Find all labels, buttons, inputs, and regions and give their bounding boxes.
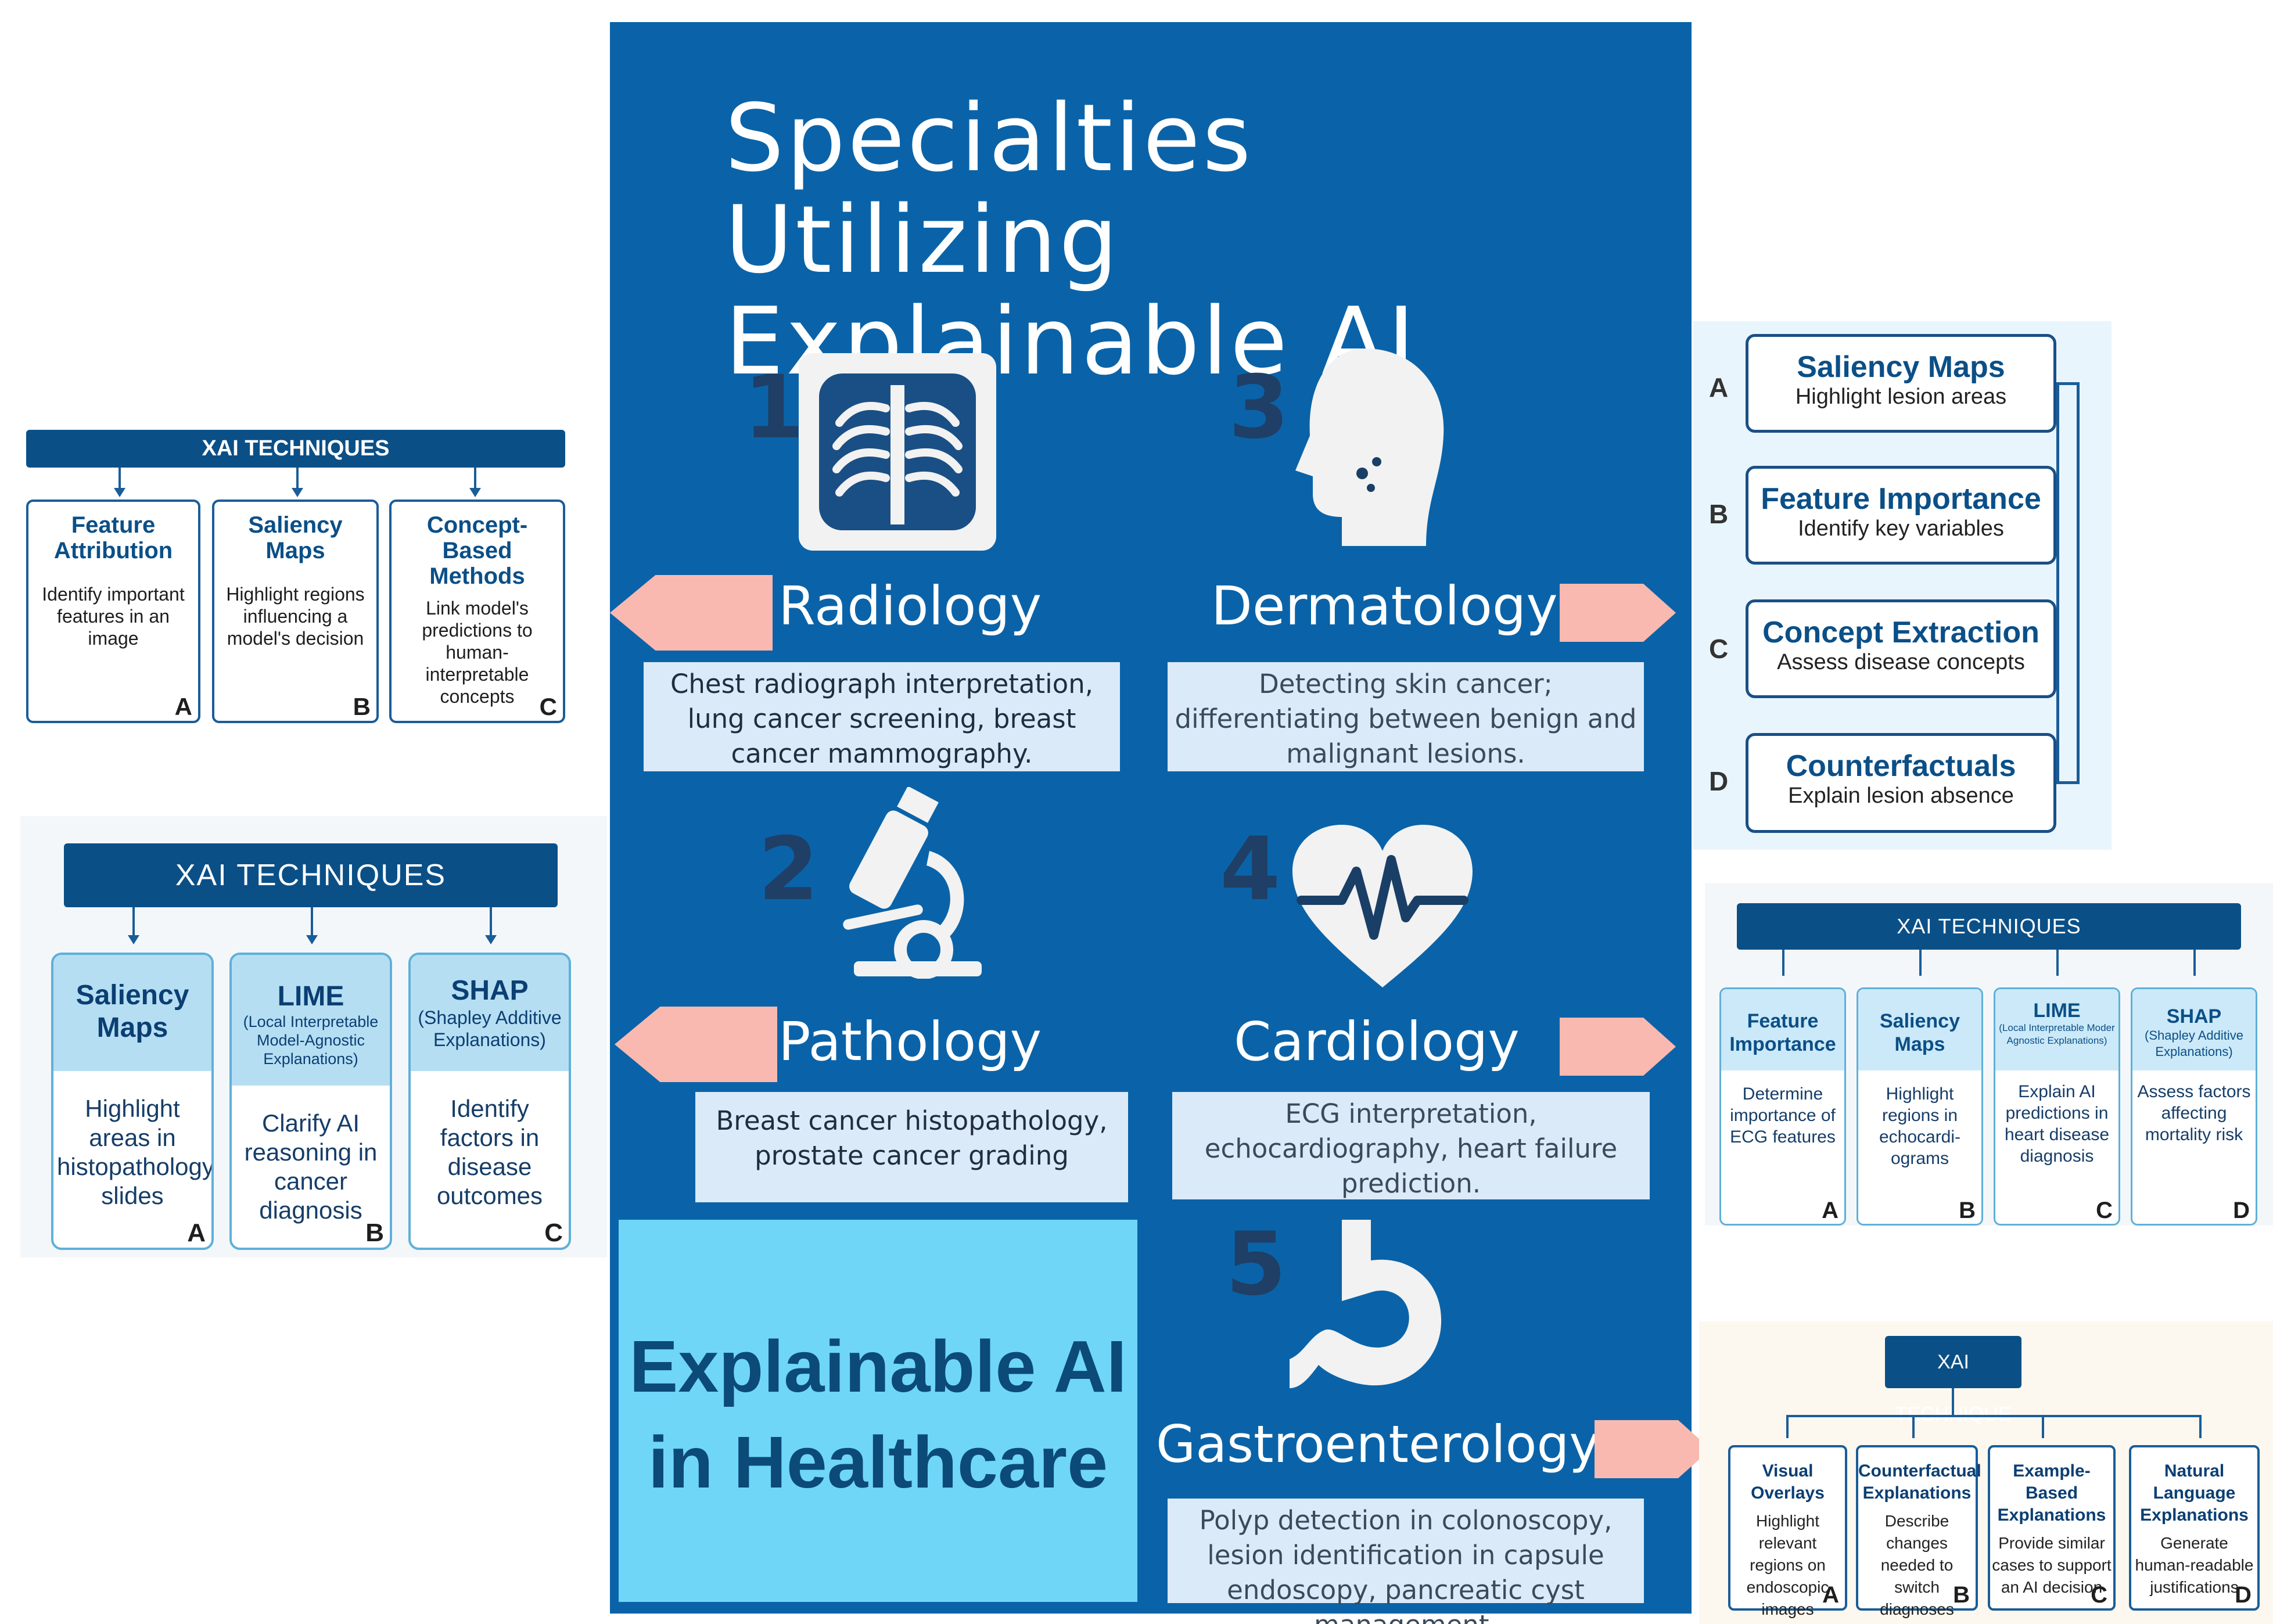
specialty-number-1: 1	[744, 357, 805, 458]
dermatology-label: Dermatology	[1211, 575, 1558, 637]
dermatology-description: Detecting skin cancer; differentiating b…	[1168, 662, 1644, 771]
connector	[1782, 950, 1784, 976]
cardiology-technique-card-b: Saliency Maps Highlight regions in echoc…	[1857, 987, 1983, 1226]
pathology-technique-card-a: Saliency Maps Highlight areas in histopa…	[51, 953, 214, 1250]
radiology-technique-card-b: Saliency Maps Highlight regions influenc…	[212, 500, 379, 723]
explainable-ai-banner	[619, 1220, 1137, 1602]
connector-arrow	[114, 488, 125, 497]
radiology-technique-card-a: Feature Attribution Identify important f…	[26, 500, 200, 723]
connector	[1952, 1388, 1954, 1417]
dermatology-technique-card-d: Counterfactuals Explain lesion absence	[1746, 733, 2056, 833]
poster-title: Specialties Utilizing Explainable AI	[725, 84, 1417, 396]
cardiology-description: ECG interpretation, echocardiography, he…	[1172, 1092, 1650, 1199]
radiology-technique-card-c: Concept-Based Methods Link model's predi…	[389, 500, 565, 723]
connector	[311, 907, 313, 939]
connector	[1919, 950, 1922, 976]
cardiology-technique-card-d: SHAP (Shapley Additive Explanations) Ass…	[2131, 987, 2257, 1226]
connector	[2056, 950, 2059, 976]
connector	[490, 907, 492, 939]
specialty-number-2: 2	[758, 819, 819, 920]
connector-arrow	[306, 935, 318, 944]
pathology-description: Breast cancer histopathology, prostate c…	[695, 1092, 1128, 1202]
radiology-panel-header: XAI TECHNIQUES	[26, 430, 565, 468]
pathology-label: Pathology	[778, 1011, 1042, 1073]
dermatology-technique-card-c: Concept Extraction Assess disease concep…	[1746, 599, 2056, 698]
specialty-number-5: 5	[1226, 1214, 1287, 1315]
dermatology-technique-card-b: Feature Importance Identify key variable…	[1746, 466, 2056, 565]
dermatology-letter-c: C	[1709, 634, 1729, 664]
connector	[2193, 950, 2196, 976]
bracket-line	[2056, 781, 2080, 784]
cardiology-technique-card-a: Feature Importance Determine importance …	[1719, 987, 1846, 1226]
connector	[474, 468, 476, 492]
radiology-description: Chest radiograph interpretation, lung ca…	[644, 662, 1120, 771]
dermatology-technique-card-a: Saliency Maps Highlight lesion areas	[1746, 334, 2056, 433]
gastroenterology-description: Polyp detection in colonoscopy, lesion i…	[1168, 1499, 1644, 1624]
connector	[1912, 1415, 1915, 1438]
card-title: Saliency Maps	[53, 955, 211, 1071]
gastroenterology-label: Gastroenterology	[1156, 1414, 1600, 1474]
gastroenterology-arrow	[1595, 1420, 1711, 1478]
connector	[1786, 1415, 1789, 1438]
explainable-ai-banner-text: Explainable AI in Healthcare	[629, 1325, 1127, 1503]
connector-arrow	[485, 935, 497, 944]
stomach-icon	[1278, 1220, 1452, 1394]
microscope-icon	[831, 786, 993, 979]
gastro-technique-card-d: Natural Language Explanations Generate h…	[2129, 1445, 2260, 1611]
connector-arrow	[292, 488, 303, 497]
heart-pulse-icon	[1287, 819, 1478, 993]
chest-xray-icon	[799, 353, 996, 551]
connector	[119, 468, 121, 492]
connector	[2199, 1415, 2202, 1438]
cardiology-technique-card-c: LIME (Local Interpretable Moder Agnostic…	[1994, 987, 2120, 1226]
specialty-number-4: 4	[1220, 819, 1281, 920]
cardiology-label: Cardiology	[1234, 1011, 1520, 1073]
connector	[296, 468, 299, 492]
connector	[2042, 1415, 2044, 1438]
gastro-panel-header: XAI TECHNIQUE	[1885, 1336, 2021, 1425]
pathology-technique-card-c: SHAP (Shapley Additive Explanations) Ide…	[408, 953, 571, 1250]
connector	[132, 907, 135, 939]
dermatology-letter-b: B	[1709, 499, 1729, 529]
radiology-label: Radiology	[778, 575, 1042, 637]
gastro-technique-card-a: Visual Overlays Highlight relevant regio…	[1728, 1445, 1847, 1618]
specialty-number-3: 3	[1229, 357, 1290, 458]
connector	[1786, 1415, 2202, 1417]
bracket-line	[2056, 382, 2080, 385]
connector-arrow	[469, 488, 481, 497]
dermatology-letter-a: A	[1709, 372, 1729, 403]
bracket-line	[2077, 382, 2080, 784]
head-profile-icon	[1278, 343, 1452, 552]
dermatology-letter-d: D	[1709, 766, 1729, 796]
pathology-technique-card-b: LIME (Local Interpretable Model-Agnostic…	[229, 953, 392, 1250]
gastro-technique-card-c: Example-Based Explanations Provide simil…	[1988, 1445, 2116, 1611]
bracket-line	[2056, 382, 2059, 783]
gastro-technique-card-b: Counterfactual Explanations Describe cha…	[1856, 1445, 1981, 1618]
connector-arrow	[128, 935, 139, 944]
cardiology-panel-header: XAI TECHNIQUES	[1737, 903, 2241, 950]
pathology-panel-header: XAI TECHNIQUES	[64, 843, 558, 907]
